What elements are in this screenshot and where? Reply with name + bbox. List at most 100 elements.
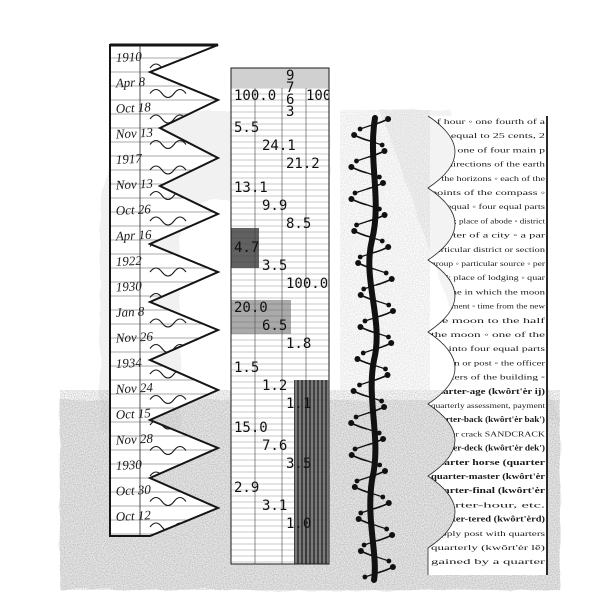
dictionary-line: station or post ◦ the officer — [431, 358, 546, 367]
vine-berry — [355, 516, 362, 522]
dictionary-line: quarterly assessment, payment — [431, 401, 546, 410]
dictionary-line: cut into four equal parts — [431, 344, 545, 353]
vine-berry — [386, 558, 392, 564]
ledger-entry: Nov 13 — [114, 176, 153, 193]
vine-berry — [376, 174, 382, 180]
vine-berry — [381, 212, 388, 218]
ledger-entry: Nov 28 — [114, 431, 153, 448]
vine-berry — [386, 302, 392, 308]
dictionary-line: of time in which the moon — [431, 287, 545, 296]
ledger-entry: Nov 24 — [114, 380, 153, 397]
ledger-scribble — [149, 88, 187, 99]
ledger-scribble — [149, 496, 187, 507]
dictionary-line: quarter-deck (kwôrt'ėr dek') — [431, 444, 545, 453]
dictionary-line: quarter-final (kwôrt'ėr — [431, 486, 545, 495]
numeric-value: 15.0 — [234, 420, 268, 436]
vine-berry — [355, 260, 362, 266]
dictionary-line: to the horizons ◦ each of the — [431, 174, 546, 183]
vine-berry — [380, 494, 386, 500]
vine-berry — [384, 526, 390, 532]
ledger-entry: Oct 26 — [115, 201, 151, 218]
ledger-scribble — [149, 394, 187, 405]
ledger-entry: Oct 12 — [115, 507, 151, 524]
dictionary-line: of hour ◦ one fourth of a — [431, 117, 546, 126]
vine-berry — [357, 382, 362, 388]
numeric-value: 3.5 — [286, 456, 311, 472]
vine-branch — [348, 115, 396, 583]
vine-berry — [379, 238, 385, 244]
dictionary-line: can equal to 25 cents, 2 — [431, 131, 545, 140]
ledger-scribble — [149, 318, 187, 328]
ledger-entry: Nov 26 — [114, 329, 153, 346]
ledger-entry: 1910 — [115, 49, 142, 65]
vine-berry — [358, 510, 364, 516]
vine-berry — [362, 574, 368, 580]
vine-berry — [352, 446, 358, 452]
numeric-top-value: 100.0 — [234, 88, 276, 104]
dictionary-line: points of the compass ◦ — [431, 188, 545, 197]
vine-berry — [384, 372, 391, 378]
dictionary-line: the moon ◦ one of the — [431, 330, 546, 339]
vine-berry — [377, 462, 383, 468]
vine-berry — [385, 500, 392, 506]
dictionary-line: quarterly (kwôrt'ėr lē) — [431, 543, 546, 552]
numeric-value: 21.2 — [286, 156, 320, 172]
vine-berry — [388, 276, 395, 282]
vine-berry — [348, 164, 355, 170]
vine-berry — [389, 308, 396, 314]
ledger-entry: Oct 15 — [115, 405, 151, 422]
vine-berry — [348, 452, 355, 458]
numeric-value: 8.5 — [286, 216, 311, 232]
numeric-value: 1.2 — [262, 378, 287, 394]
ledger-entry: 1934 — [115, 355, 142, 371]
vine-berry — [360, 350, 366, 356]
vine-berry — [389, 532, 396, 538]
dictionary-line: movement ◦ time from the new — [431, 302, 546, 311]
vine-berry — [386, 334, 391, 340]
vine-berry — [383, 270, 389, 276]
vine-berry — [354, 478, 360, 484]
numeric-top-value: 100 — [306, 88, 331, 104]
vine-berry — [388, 340, 395, 346]
vine-twigs — [348, 116, 396, 580]
ledger-scribble — [149, 445, 187, 456]
numeric-header-tone — [231, 68, 329, 88]
dictionary-line: supply post with quarters — [431, 529, 545, 538]
ledger-entry: Nov 13 — [114, 125, 153, 142]
numeric-value: 1.1 — [286, 396, 311, 412]
numeric-value: 1.5 — [234, 360, 259, 376]
numeric-value: 1.0 — [286, 516, 311, 532]
numeric-top-value: 3 — [286, 104, 294, 120]
numeric-value: 6.5 — [262, 318, 287, 334]
vine-berry — [389, 564, 396, 570]
dictionary-line: quarter-back (kwôrt'ėr bak') — [431, 415, 545, 424]
ledger-entry: Oct 18 — [115, 99, 151, 116]
dictionary-line: quarter horse (quarter — [431, 458, 545, 467]
vine-berry — [381, 148, 388, 154]
dictionary-line: quarter-tered (kwôrt'ėrd) — [431, 515, 545, 524]
vine-berry — [382, 468, 389, 474]
ledger-entry: 1922 — [115, 253, 142, 269]
numeric-dark-block — [231, 228, 259, 268]
dictionary-line: land; one of four main p — [431, 145, 545, 154]
ledger-scribble — [149, 165, 187, 175]
vine-berry — [348, 420, 355, 426]
dictionary-line: quarter of a city ◦ a par — [431, 231, 546, 240]
vine-berry — [379, 398, 385, 404]
numeric-top-value: 9 — [286, 68, 294, 84]
vine-berry — [380, 436, 387, 442]
vine-berry — [351, 228, 358, 234]
ledger-scribble — [149, 216, 187, 226]
dictionary-strip: of hour ◦ one fourth of a can equal to 25… — [427, 115, 548, 575]
vine-berry — [348, 196, 355, 202]
ledger-scribble — [149, 267, 187, 277]
dictionary-line: quarter-age (kwôrt'ėr ij) — [431, 387, 545, 396]
dictionary-line: quarters of the building ◦ — [431, 373, 545, 382]
numeric-value: 24.1 — [262, 138, 296, 154]
numeric-value: 7.6 — [262, 438, 287, 454]
vine-berry — [357, 126, 363, 132]
